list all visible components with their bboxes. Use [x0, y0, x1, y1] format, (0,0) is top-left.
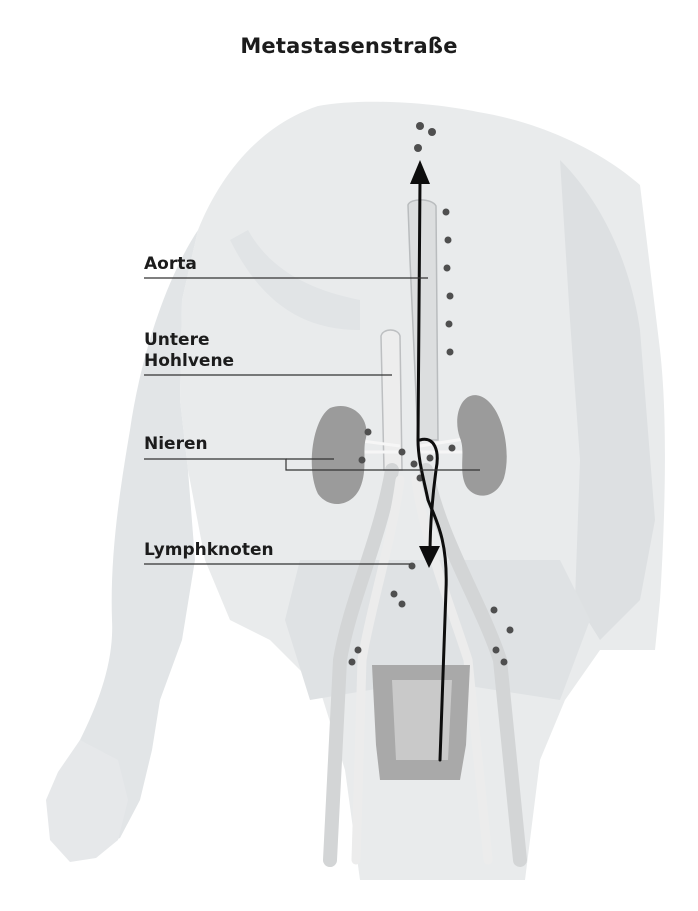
lymph-node: [447, 349, 454, 356]
lymph-node: [349, 659, 356, 666]
kidneys-label: Nieren: [144, 434, 208, 455]
left-kidney: [312, 406, 367, 504]
lymph-node: [416, 122, 424, 130]
page-title: Metastasenstraße: [0, 34, 698, 58]
lymph-node: [443, 209, 450, 216]
lymph-node: [414, 144, 422, 152]
lymph-node: [427, 455, 434, 462]
aorta-label: Aorta: [144, 254, 197, 275]
lymph-node: [447, 293, 454, 300]
lymph-node: [428, 128, 436, 136]
lymph-node: [501, 659, 508, 666]
lymph-node: [411, 461, 418, 468]
lymph-node: [507, 627, 514, 634]
lymph-node: [444, 265, 451, 272]
vena-cava-vessel: [381, 330, 402, 470]
lymph-node: [391, 591, 398, 598]
lymph-node: [359, 457, 366, 464]
bladder: [372, 665, 470, 780]
lymph-node: [365, 429, 372, 436]
vena-cava-label-line2: Hohlvene: [144, 351, 234, 372]
lymph-node: [446, 321, 453, 328]
lymph-node: [491, 607, 498, 614]
lymph-node: [399, 449, 406, 456]
lymph-node: [445, 237, 452, 244]
lymph-node: [493, 647, 500, 654]
lymph-node: [355, 647, 362, 654]
lymph-node: [399, 601, 406, 608]
lymph-node: [449, 445, 456, 452]
vena-cava-label-line1: Untere: [144, 330, 209, 351]
lymph-nodes-label: Lymphknoten: [144, 540, 274, 561]
